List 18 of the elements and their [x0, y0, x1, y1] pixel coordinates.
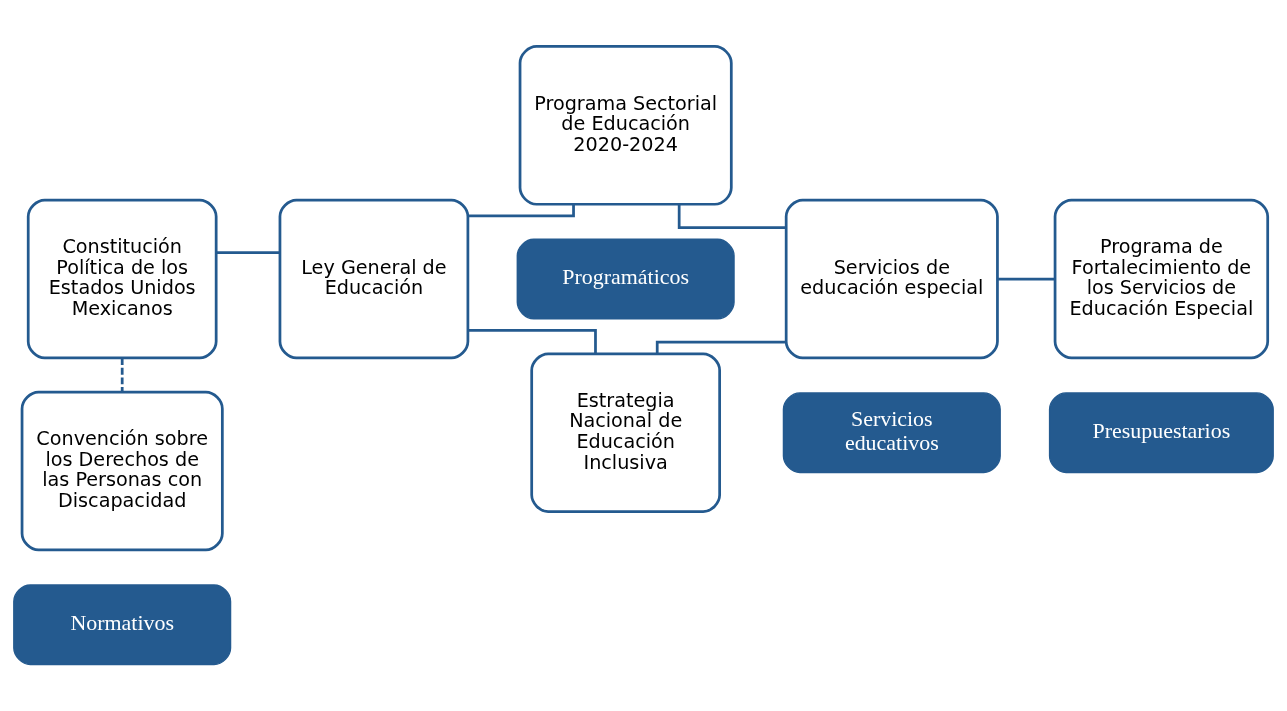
node-box: Convención sobre los Derechos de las Personas con Discapacidad [20, 390, 224, 552]
node-box: Programa de Fortalecimiento de los Servicios de Educación Especial [1053, 198, 1270, 360]
node-box: Programa Sectorial de Educación 2020-2024 [518, 45, 733, 206]
node-box: Estrategia Nacional de Educación Inclusiva [530, 352, 721, 513]
connector [468, 329, 597, 354]
node-box: Servicios educativos [782, 392, 1001, 474]
node-box: Ley General de Educación [278, 198, 470, 360]
node-box: Normativos [13, 584, 232, 666]
connector [468, 204, 575, 218]
node-box: Presupuestarios [1048, 392, 1274, 474]
connector [677, 204, 787, 229]
node-box: Servicios de educación especial [784, 198, 999, 360]
connector [216, 251, 280, 255]
connector [997, 277, 1056, 281]
node-box: Constitución Política de los Estados Unidos Mexicanos [26, 198, 218, 360]
connector [655, 340, 786, 354]
node-box: Programáticos [516, 238, 735, 320]
connector [120, 358, 124, 393]
